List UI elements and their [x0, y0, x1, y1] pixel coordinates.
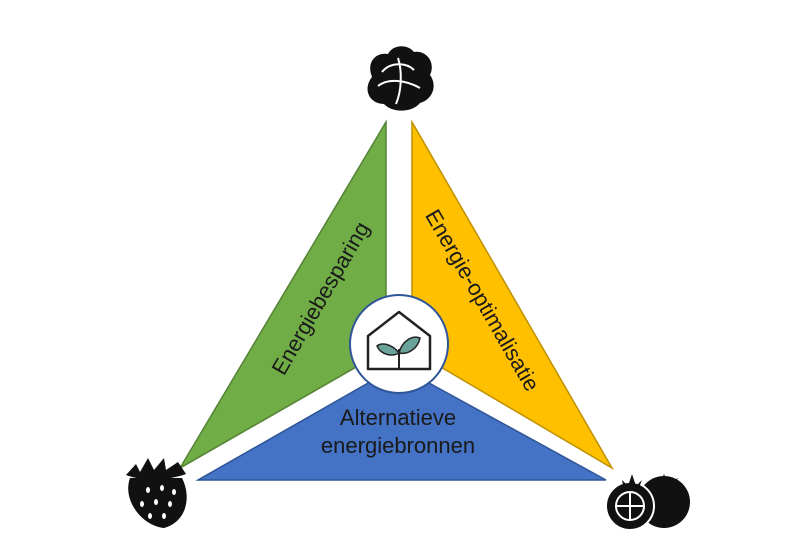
tomato-icon — [605, 474, 690, 531]
lettuce-icon — [367, 46, 434, 111]
energie-optimalisatie-segment — [411, 119, 615, 471]
energiebesparing-segment — [177, 119, 387, 471]
alternatieve-label-line1: Alternatieve — [340, 405, 456, 430]
energiebronnen-label-line2: energiebronnen — [321, 433, 475, 458]
alternatieve-energiebronnen-segment — [195, 365, 607, 481]
strawberry-icon — [126, 458, 187, 528]
greenhouse-plant-icon — [349, 294, 449, 394]
